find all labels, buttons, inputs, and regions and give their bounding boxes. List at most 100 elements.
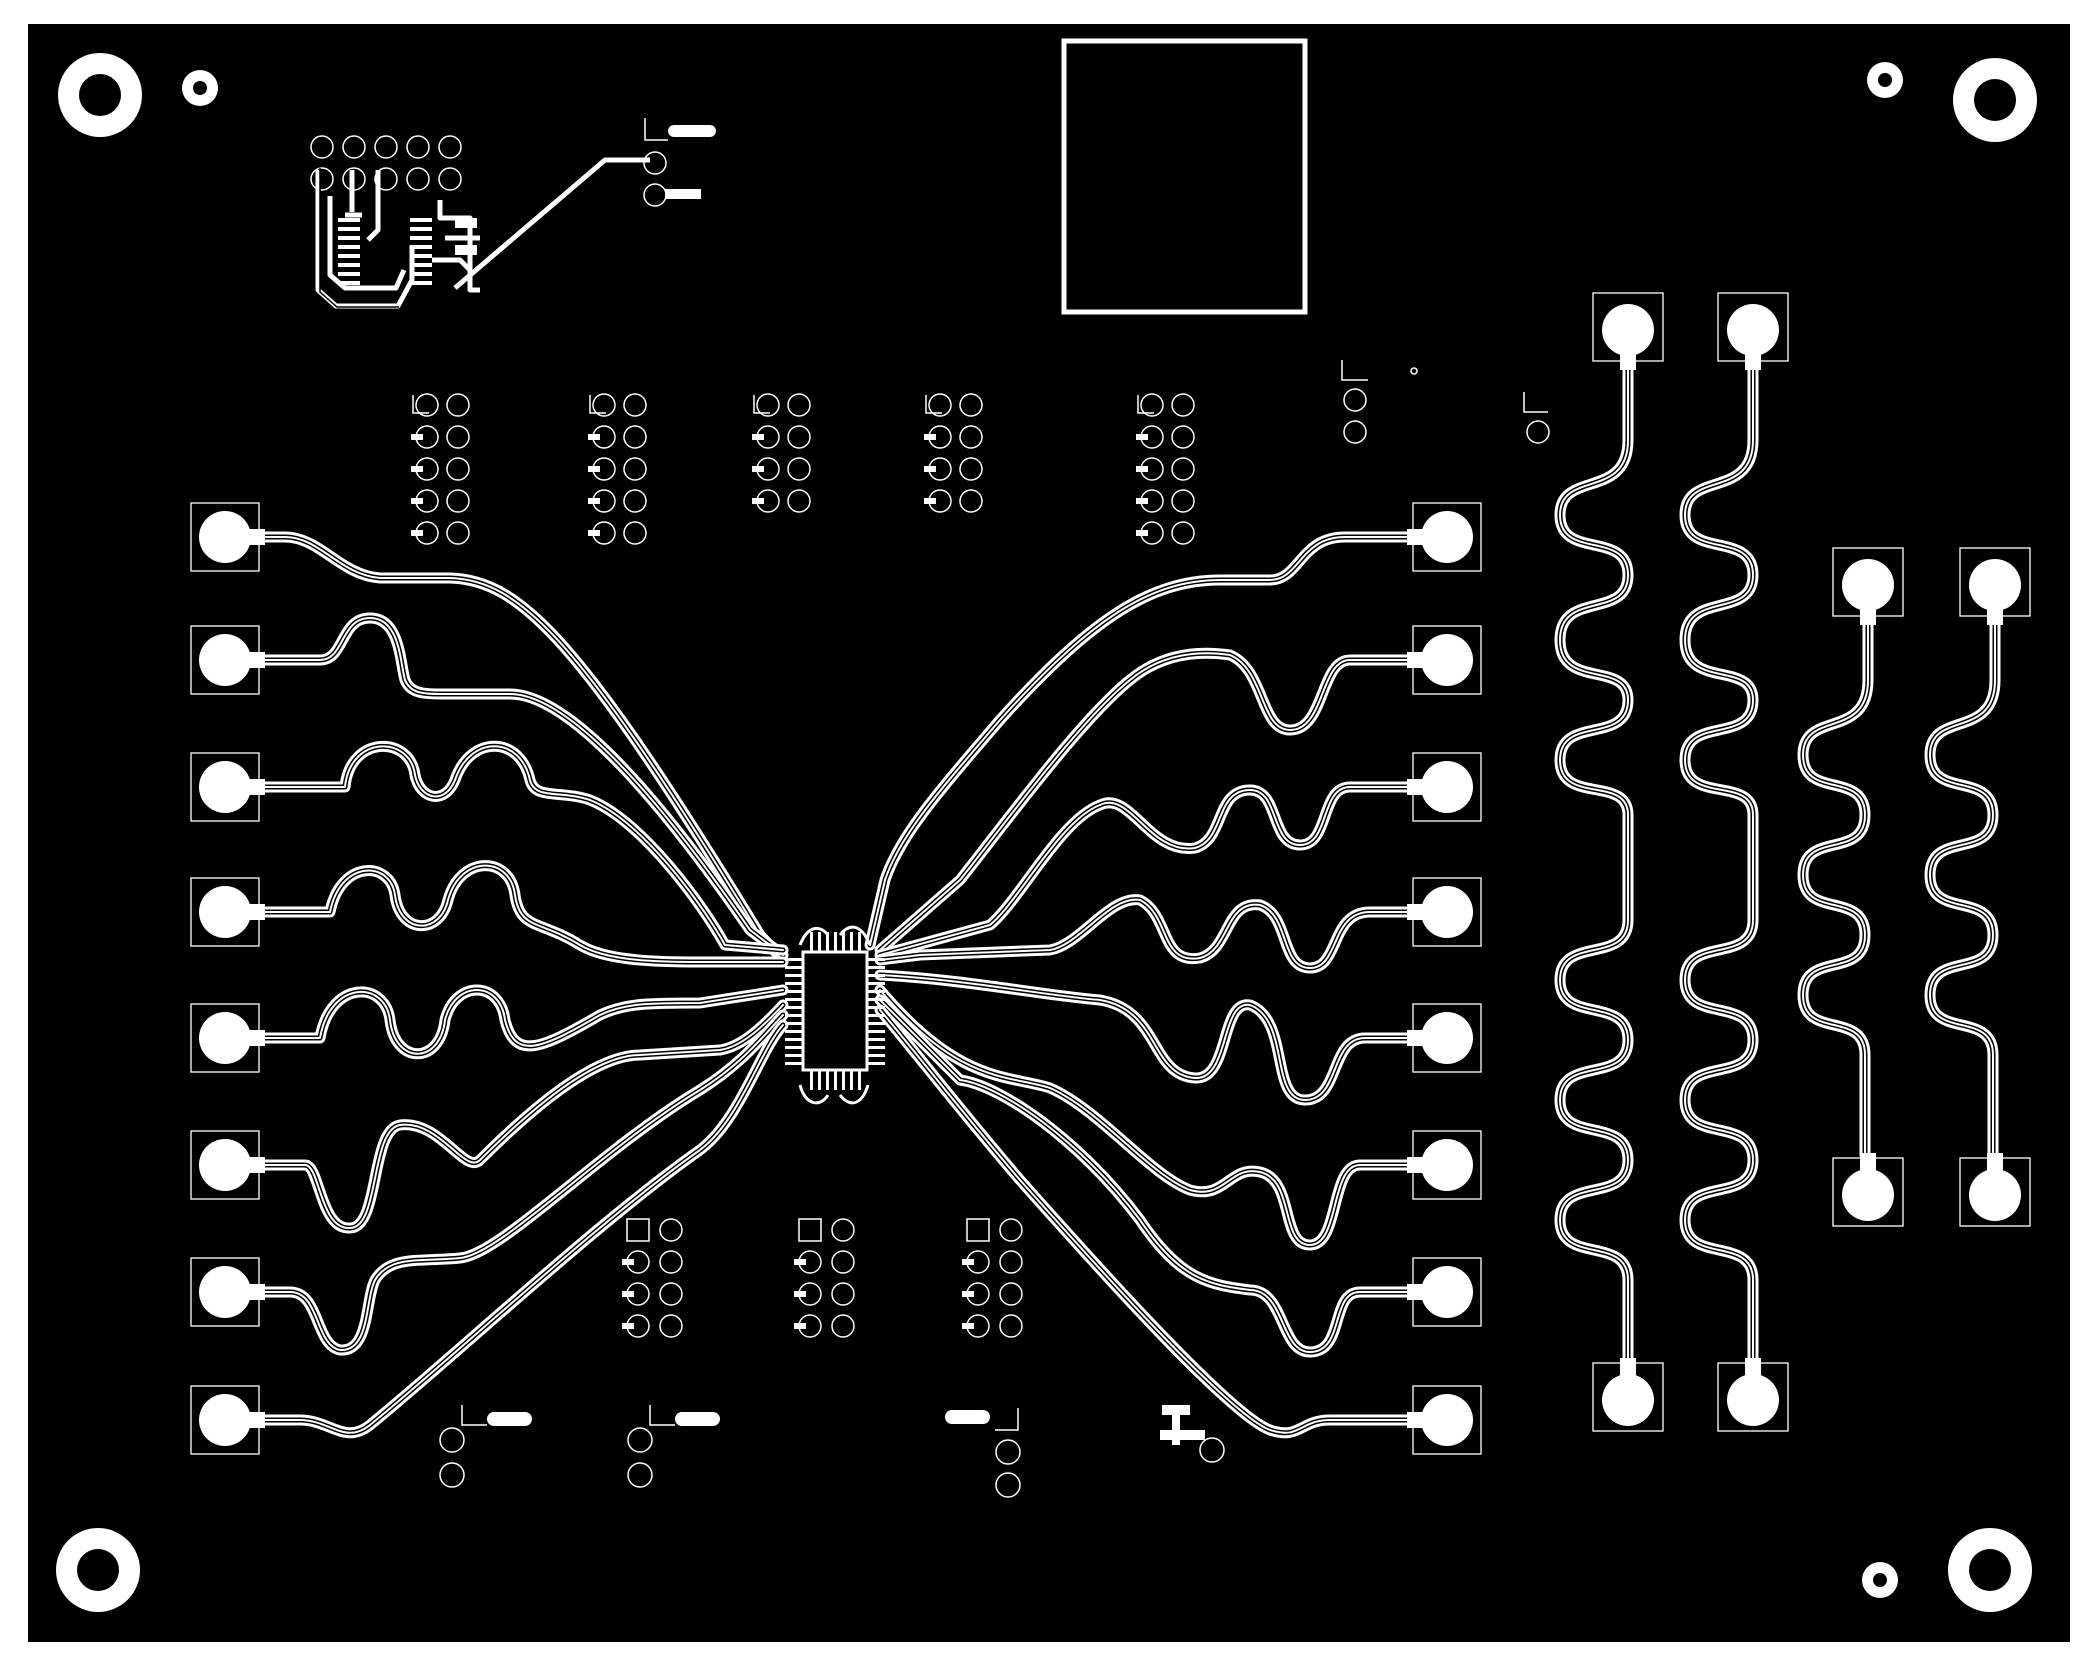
sma-center-pad — [1727, 1374, 1779, 1426]
pin — [995, 1439, 1021, 1465]
pin-pad — [924, 466, 936, 472]
right-trace-6-signal — [879, 989, 1411, 1246]
header-pin — [959, 425, 983, 449]
header-pin — [342, 135, 366, 159]
sma-pin-pad — [245, 1284, 265, 1300]
sma-center-pad — [1969, 559, 2021, 611]
sma-center-pad — [1421, 511, 1473, 563]
header-pin — [1171, 457, 1195, 481]
pin — [627, 1427, 653, 1453]
sma-pin-pad — [1407, 1412, 1427, 1428]
header-pin — [831, 1218, 855, 1242]
header-pin — [659, 1282, 683, 1306]
sma-pin-pad — [245, 904, 265, 920]
pad-oblong — [668, 125, 716, 137]
pin-pad — [962, 1259, 974, 1265]
pin-pad — [588, 530, 600, 536]
header-pin — [659, 1218, 683, 1242]
top-left-circuit — [310, 118, 716, 309]
header-pin — [623, 521, 647, 545]
sma-pin-pad — [1745, 348, 1761, 370]
header-pin — [999, 1250, 1023, 1274]
ic-body — [801, 950, 869, 1072]
header-pin — [1171, 393, 1195, 417]
ic-lead-left — [785, 998, 803, 1001]
right-trace-8-signal — [879, 1009, 1411, 1434]
silk-corner — [412, 395, 429, 414]
ic-lead-bottom — [858, 1070, 861, 1090]
sma-center-pad — [1421, 1266, 1473, 1318]
silk-corner — [461, 1405, 487, 1426]
sma-center-pad — [1421, 886, 1473, 938]
pin-pad — [588, 466, 600, 472]
tl-trace — [366, 170, 381, 242]
left-trace-3-signal — [229, 745, 784, 951]
header-pin — [831, 1314, 855, 1338]
header-pin — [831, 1250, 855, 1274]
ic-lead-bottom — [826, 1070, 829, 1090]
sma-center-pad — [199, 761, 251, 813]
pin-pad — [924, 434, 936, 440]
header-pin — [959, 457, 983, 481]
ic-lead-left — [785, 1038, 803, 1041]
sma-pin-pad — [1407, 1157, 1427, 1173]
header-pin — [756, 393, 780, 417]
pin-pad — [411, 498, 423, 504]
sma-center-pad — [1602, 304, 1654, 356]
header-pin — [438, 167, 462, 191]
ic-lead-left — [785, 990, 803, 993]
silk-corner — [995, 1408, 1019, 1431]
header-pin — [1171, 489, 1195, 513]
left-trace-5-signal — [229, 989, 784, 1055]
ic-lead-left — [785, 1022, 803, 1025]
silk-corner — [1523, 392, 1548, 413]
mounting-hole-drill — [1969, 1549, 2011, 1591]
ic-lead-left — [785, 958, 803, 961]
pin — [643, 151, 667, 175]
ic-lead-right — [867, 1054, 885, 1057]
ic-lead-right — [867, 1022, 885, 1025]
silk-corner — [1137, 395, 1154, 414]
header-pin — [374, 167, 398, 191]
pin1-square — [966, 1218, 990, 1242]
ic-lead-right — [867, 1006, 885, 1009]
via-drill — [1873, 1573, 1887, 1587]
pin-pad — [962, 1323, 974, 1329]
sma-center-pad — [1727, 304, 1779, 356]
header-groups — [411, 360, 1550, 1338]
sma-center-pad — [1421, 761, 1473, 813]
left-rf-traces — [224, 531, 789, 1439]
sma-pin-pad — [1407, 779, 1427, 795]
ic-lead-right — [867, 974, 885, 977]
pin-pad — [924, 498, 936, 504]
sma-center-pad — [199, 634, 251, 686]
left-trace-7-signal — [229, 1014, 784, 1352]
sma-pin-pad — [1745, 1358, 1761, 1380]
sma-center-pad — [1969, 1169, 2021, 1221]
ic-lead-left — [785, 974, 803, 977]
header-pin — [592, 393, 616, 417]
tl-trace — [453, 157, 650, 290]
ic-pin — [338, 254, 360, 258]
left-trace-6-signal — [229, 1004, 784, 1230]
ic-lead-right — [867, 958, 885, 961]
sma-center-pad — [199, 1394, 251, 1446]
sma-pin-pad — [1407, 652, 1427, 668]
pin — [1199, 1437, 1225, 1463]
right-sma-connectors — [1407, 502, 1482, 1455]
header-pin — [787, 393, 811, 417]
meander-test-lines — [1554, 292, 2031, 1432]
ic-lead-right — [867, 982, 885, 985]
sma-pin-pad — [1860, 1153, 1876, 1175]
header-pin — [623, 489, 647, 513]
mounting-hole-drill — [1974, 79, 2016, 121]
ic-pin — [338, 272, 360, 276]
ic-lead-right — [867, 966, 885, 969]
test-via — [1410, 367, 1418, 375]
ic-lead-right — [867, 1030, 885, 1033]
mounting-hole-drill — [77, 1549, 119, 1591]
pin-pad — [588, 434, 600, 440]
ic-pin — [338, 245, 360, 249]
ic-lead-right — [867, 998, 885, 1001]
